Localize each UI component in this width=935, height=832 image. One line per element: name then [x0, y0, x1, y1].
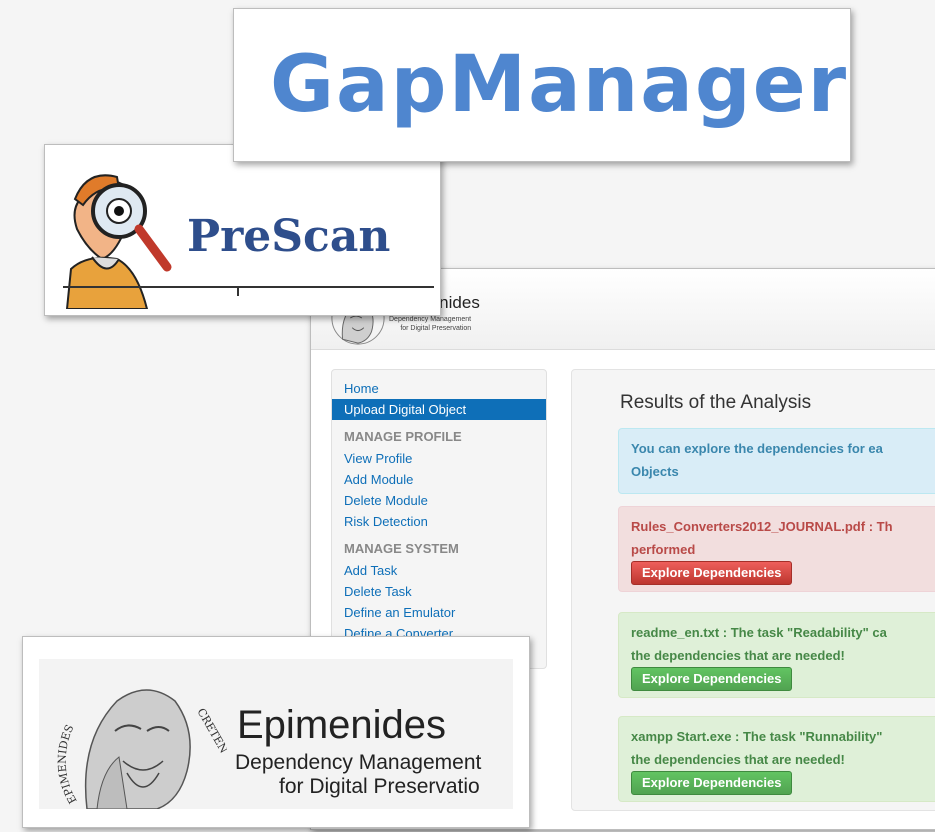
epimenides-logo: EPIMENIDES CRETEN Epimenides Dependency … — [39, 659, 513, 809]
explore-dependencies-button[interactable]: Explore Dependencies — [631, 771, 793, 795]
gapmanager-logo-card: GapManager — [233, 8, 851, 162]
seal-inscription: EPIMENIDES — [57, 723, 80, 806]
epimenides-seal-icon: EPIMENIDES CRETEN — [57, 689, 227, 809]
sidebar-heading-manage-profile: MANAGE PROFILE — [344, 429, 462, 444]
result-alert-line2: the dependencies that are needed! — [631, 648, 845, 663]
explore-dependencies-button[interactable]: Explore Dependencies — [631, 561, 793, 585]
info-alert: You can explore the dependencies for ea … — [618, 428, 935, 494]
result-alert-line1: Rules_Converters2012_JOURNAL.pdf : Th — [631, 519, 893, 534]
explore-dependencies-button[interactable]: Explore Dependencies — [631, 667, 793, 691]
sidebar-item-home[interactable]: Home — [344, 381, 379, 396]
seal-inscription-left: EPIMENIDES — [57, 723, 80, 806]
info-alert-line2: Objects — [631, 464, 679, 479]
page-title: Results of the Analysis — [620, 392, 812, 413]
app-brand-subtitle-line1: Dependency Management — [389, 316, 472, 323]
prescan-logo-card: PreScan — [44, 144, 441, 316]
results-panel: Results of the Analysis You can explore … — [571, 369, 935, 811]
sidebar-item-define-emulator[interactable]: Define an Emulator — [344, 605, 456, 620]
result-alert-line2: performed — [631, 542, 696, 557]
result-alert-line2: the dependencies that are needed! — [631, 752, 845, 767]
app-brand-subtitle-line2: for Digital Preservation — [400, 325, 472, 332]
sidebar-heading-manage-system: MANAGE SYSTEM — [344, 541, 459, 556]
sidebar-item-add-module[interactable]: Add Module — [344, 472, 414, 487]
result-alert-success: readme_en.txt : The task "Readability" c… — [618, 612, 935, 698]
result-alert-line1: readme_en.txt : The task "Readability" c… — [631, 625, 887, 640]
sidebar-item-view-profile[interactable]: View Profile — [344, 451, 413, 466]
prescan-logo: PreScan — [187, 211, 391, 262]
sidebar-item-add-task[interactable]: Add Task — [344, 563, 398, 578]
seal-inscription-right: CRETEN — [194, 706, 227, 756]
result-alert-error: Rules_Converters2012_JOURNAL.pdf : Th pe… — [618, 506, 935, 592]
sidebar-item-delete-module[interactable]: Delete Module — [344, 493, 428, 508]
gapmanager-logo: GapManager — [270, 40, 849, 130]
epimenides-subtitle-line2: for Digital Preservatio — [279, 775, 480, 798]
sidebar-item-upload-digital-object[interactable]: Upload Digital Object — [332, 399, 546, 420]
app-brand-subtitle: Dependency Management for Digital Preser… — [389, 315, 471, 333]
magnifier-mascot-icon — [65, 174, 172, 309]
divider — [63, 286, 434, 288]
epimenides-title: Epimenides — [237, 703, 447, 747]
sidebar-item-delete-task[interactable]: Delete Task — [344, 584, 412, 599]
epimenides-subtitle-line1: Dependency Management — [235, 751, 482, 774]
info-alert-line1: You can explore the dependencies for ea — [631, 441, 883, 456]
divider-tick — [237, 286, 239, 296]
sidebar-nav: Home Upload Digital Object MANAGE PROFIL… — [331, 369, 547, 669]
result-alert-line1: xampp Start.exe : The task "Runnability" — [631, 729, 883, 744]
result-alert-success: xampp Start.exe : The task "Runnability"… — [618, 716, 935, 802]
sidebar-item-risk-detection[interactable]: Risk Detection — [344, 514, 428, 529]
epimenides-logo-card: EPIMENIDES CRETEN Epimenides Dependency … — [22, 636, 530, 828]
